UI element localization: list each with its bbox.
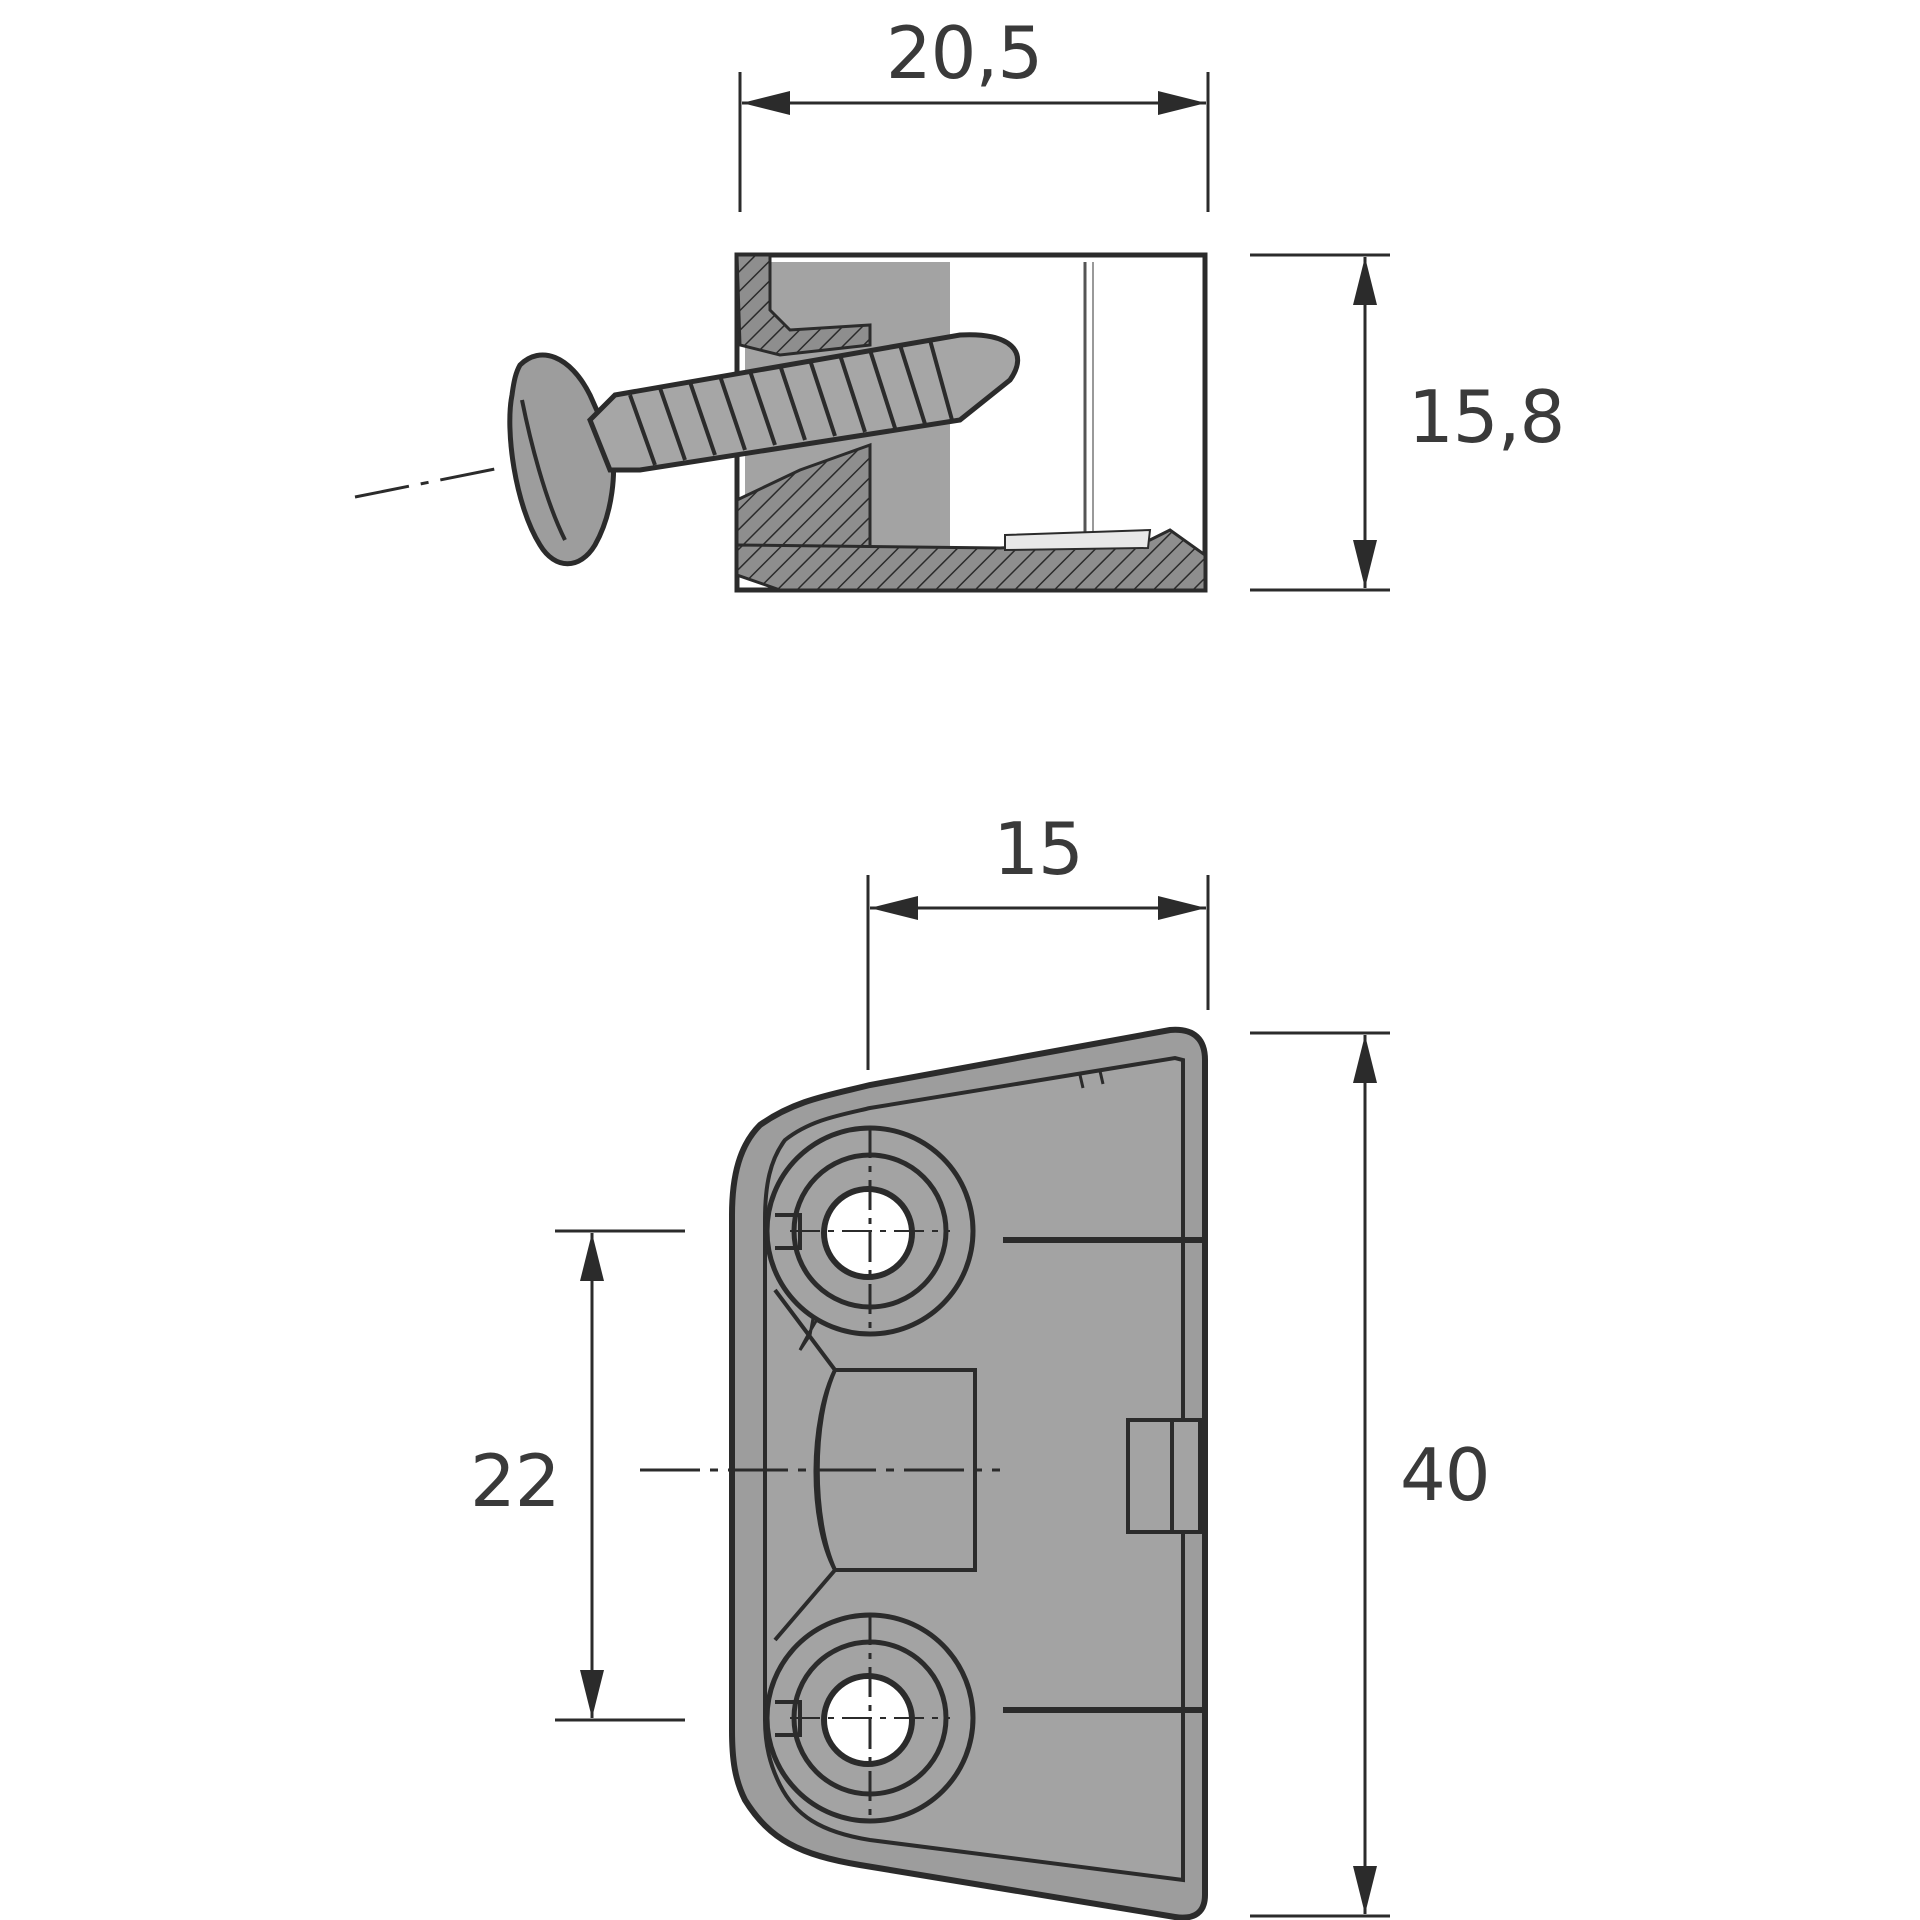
screw-thread: [587, 332, 1021, 473]
side-slot: [1126, 1418, 1202, 1534]
front-view: 15 40 22: [470, 807, 1491, 1920]
dimension-height-side: 15,8: [1250, 253, 1565, 592]
screw: [354, 332, 1021, 567]
dimension-label-height-front: 40: [1400, 1433, 1490, 1517]
bracket-front: [640, 1026, 1208, 1920]
dimension-width-front: 15: [866, 807, 1210, 1070]
dimension-label-hole-spacing: 22: [470, 1439, 560, 1523]
screw-hole-bottom: [764, 1612, 976, 1824]
dimension-height-front: 40: [1250, 1031, 1491, 1918]
dimension-label-height-side: 15,8: [1408, 375, 1564, 459]
screw-head: [507, 352, 616, 567]
dimension-hole-spacing: 22: [470, 1229, 685, 1722]
screw-hole-top: [764, 1125, 976, 1337]
screw-axis-line: [354, 465, 506, 499]
dimension-label-width-side: 20,5: [886, 11, 1042, 95]
side-view: 20,5 15,8: [354, 11, 1565, 593]
dimension-label-width-front: 15: [993, 807, 1083, 891]
dimension-width-side: 20,5: [738, 11, 1210, 212]
